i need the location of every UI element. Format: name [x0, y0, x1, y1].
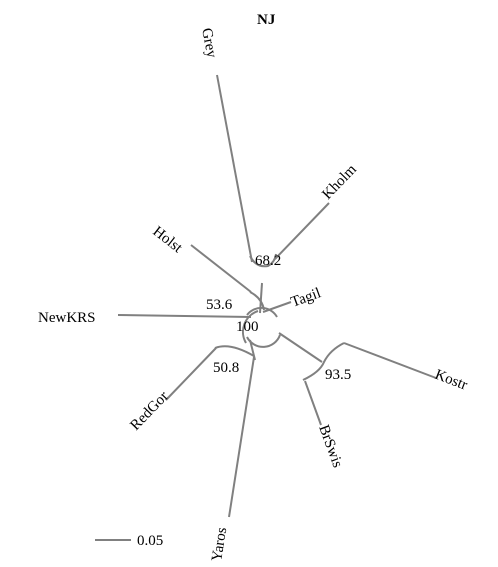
arc-kostr-brswis: [302, 342, 345, 381]
bootstrap-root: 100: [236, 319, 259, 335]
taxon-label-brswis: BrSwis: [315, 423, 345, 470]
branch-kostr-brswis-stem: [278, 332, 323, 363]
branch-tagil: [262, 301, 292, 313]
branch-holst: [190, 244, 252, 293]
branch-kostr: [343, 342, 437, 379]
scale-bar-label: 0.05: [137, 533, 163, 549]
branch-kholm: [274, 202, 330, 260]
branch-redgor: [165, 347, 217, 401]
branch-grey-kholm-stem: [259, 282, 263, 314]
branch-grey: [216, 74, 253, 263]
taxon-label-kholm: Kholm: [319, 161, 360, 202]
taxon-label-holst: Holst: [150, 224, 186, 257]
taxon-label-kostr: Kostr: [433, 367, 470, 394]
bootstrap-grey-kholm: 68.2: [255, 253, 281, 269]
branch-brswis: [304, 380, 322, 426]
branch-redgor-yaros-stem: [249, 339, 256, 361]
taxon-label-tagil: Tagil: [289, 285, 323, 311]
center-arc-upper: [246, 306, 278, 318]
branch-yaros: [228, 356, 255, 518]
taxon-label-redgor: RedGor: [127, 388, 172, 433]
bootstrap-holst: 53.6: [206, 297, 233, 313]
branch-newkrs: [117, 314, 252, 318]
taxon-label-grey: Grey: [198, 27, 220, 60]
bootstrap-redgor-yaros: 50.8: [213, 360, 239, 376]
tree-title: NJ: [257, 12, 276, 28]
taxon-label-newkrs: NewKRS: [38, 310, 96, 326]
bootstrap-kostr-brswis: 93.5: [325, 367, 351, 383]
center-arc-left: [241, 310, 259, 344]
arc-holst: [249, 291, 265, 311]
taxon-label-yaros: Yaros: [209, 526, 230, 563]
arc-redgor-yaros: [214, 345, 255, 357]
